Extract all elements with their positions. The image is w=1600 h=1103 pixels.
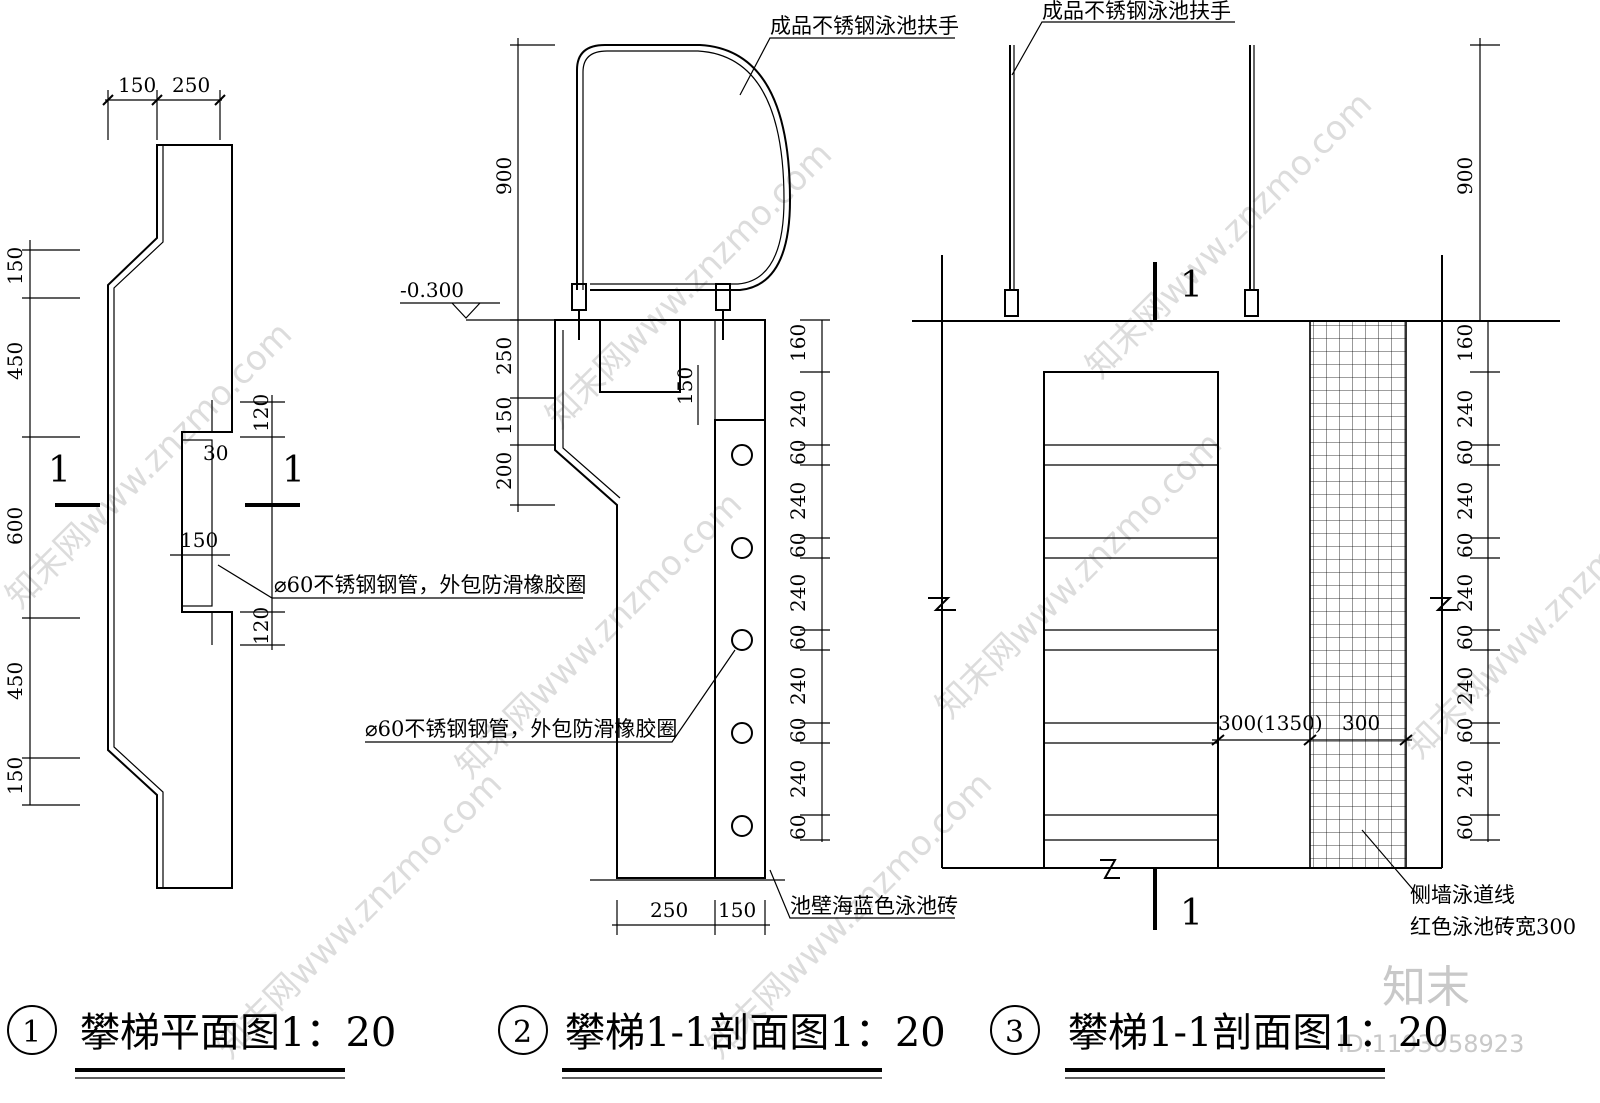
level-mark: -0.300 — [400, 278, 464, 302]
drawing-1-plan: 150 250 150 450 600 450 150 120 30 120 1… — [3, 73, 586, 889]
label-handrail: 成品不锈钢泳池扶手 — [1042, 0, 1231, 23]
dim-mid: 300(1350) — [1218, 711, 1323, 735]
dim-right: 240 — [1453, 574, 1477, 612]
dim-left: 900 — [492, 157, 516, 195]
wall-outline — [107, 144, 233, 889]
dim-right: 240 — [1453, 390, 1477, 428]
label-tile: 池壁海蓝色泳池砖 — [790, 894, 958, 918]
dim-left: 200 — [492, 452, 516, 490]
drawing-title: 攀梯平面图1：20 — [80, 1010, 396, 1056]
dim-top-right: 900 — [1453, 157, 1477, 195]
dim-right: 60 — [786, 718, 810, 743]
drawing-3-elevation: 1 1 900 160 240 60 240 60 240 — [912, 0, 1576, 939]
dim-left: 150 — [3, 757, 27, 795]
dim-right: 240 — [1453, 760, 1477, 798]
label-pipe: ⌀60不锈钢钢管，外包防滑橡胶圈 — [365, 717, 677, 741]
dim-right: 60 — [1453, 533, 1477, 558]
title-number: 1 — [22, 1015, 41, 1050]
dim-right: 60 — [786, 533, 810, 558]
dim-right: 240 — [786, 667, 810, 705]
dim-right: 60 — [1453, 440, 1477, 465]
dim-left: 600 — [3, 507, 27, 545]
section-mark: 1 — [1180, 265, 1203, 306]
title-block-1: 1 攀梯平面图1：20 — [7, 1005, 396, 1079]
title-number: 2 — [513, 1015, 532, 1050]
title-number: 3 — [1005, 1015, 1024, 1050]
dim-right: 160 — [786, 324, 810, 362]
dim-right-ticks — [800, 319, 830, 841]
dim-mid: 300 — [1342, 711, 1380, 735]
handrail-shape — [576, 44, 792, 291]
dim-right: 240 — [786, 760, 810, 798]
label-pipe: ⌀60不锈钢钢管，外包防滑橡胶圈 — [274, 573, 586, 597]
dim-right: 240 — [1453, 482, 1477, 520]
dim-right: 30 — [203, 441, 228, 465]
label-lane-tile: 红色泳池砖宽300 — [1410, 915, 1576, 939]
dim-right-ticks — [1470, 320, 1500, 841]
dim-inner: 150 — [673, 367, 697, 405]
drawing-title: 攀梯1-1剖面图1：20 — [565, 1010, 946, 1056]
ladder-rung-lines — [1044, 444, 1218, 841]
watermark-id: ID:1193058923 — [1338, 1030, 1524, 1058]
dim-inner: 150 — [180, 528, 218, 552]
label-handrail: 成品不锈钢泳池扶手 — [770, 14, 959, 38]
dim-right: 240 — [786, 574, 810, 612]
dim-left: 150 — [3, 247, 27, 285]
dim-top: 150 — [118, 73, 156, 97]
lane-tile-grid — [1309, 320, 1407, 869]
drawing-title: 攀梯1-1剖面图1：20 — [1068, 1010, 1449, 1056]
watermark-text: 知末网www.znzmo.com — [448, 484, 750, 786]
dim-right: 60 — [786, 440, 810, 465]
dim-right: 160 — [1453, 324, 1477, 362]
dim-bottom: 150 — [718, 898, 756, 922]
dim-left: 150 — [492, 397, 516, 435]
dim-bottom: 250 — [650, 898, 688, 922]
dim-right: 240 — [786, 390, 810, 428]
section-mark: 1 — [48, 450, 71, 491]
dim-right: 60 — [1453, 718, 1477, 743]
dim-top: 250 — [172, 73, 210, 97]
title-block-3: 3 攀梯1-1剖面图1：20 — [990, 1005, 1449, 1079]
dim-right: 60 — [786, 815, 810, 840]
watermark-text: 知末网www.znzmo.com — [928, 424, 1230, 726]
section-mark: 1 — [282, 450, 305, 491]
dim-right: 60 — [786, 625, 810, 650]
dim-right: 60 — [1453, 625, 1477, 650]
section-mark: 1 — [1180, 893, 1203, 934]
label-lane-line: 侧墙泳道线 — [1410, 883, 1515, 907]
dim-left: 450 — [3, 342, 27, 380]
watermark-brand: 知末 — [1382, 962, 1470, 1013]
dim-left: 450 — [3, 662, 27, 700]
watermark-text: 知末网www.znzmo.com — [1398, 464, 1600, 766]
watermark-text: 知末网www.znzmo.com — [0, 314, 300, 616]
dim-right: 120 — [249, 394, 273, 432]
dim-right: 240 — [786, 482, 810, 520]
dim-right: 240 — [1453, 667, 1477, 705]
dim-right: 60 — [1453, 815, 1477, 840]
drawing-2-section: -0.300 900 250 150 200 150 — [365, 14, 959, 935]
title-block-2: 2 攀梯1-1剖面图1：20 — [498, 1005, 946, 1079]
dim-left: 250 — [492, 337, 516, 375]
dim-right: 120 — [249, 607, 273, 645]
